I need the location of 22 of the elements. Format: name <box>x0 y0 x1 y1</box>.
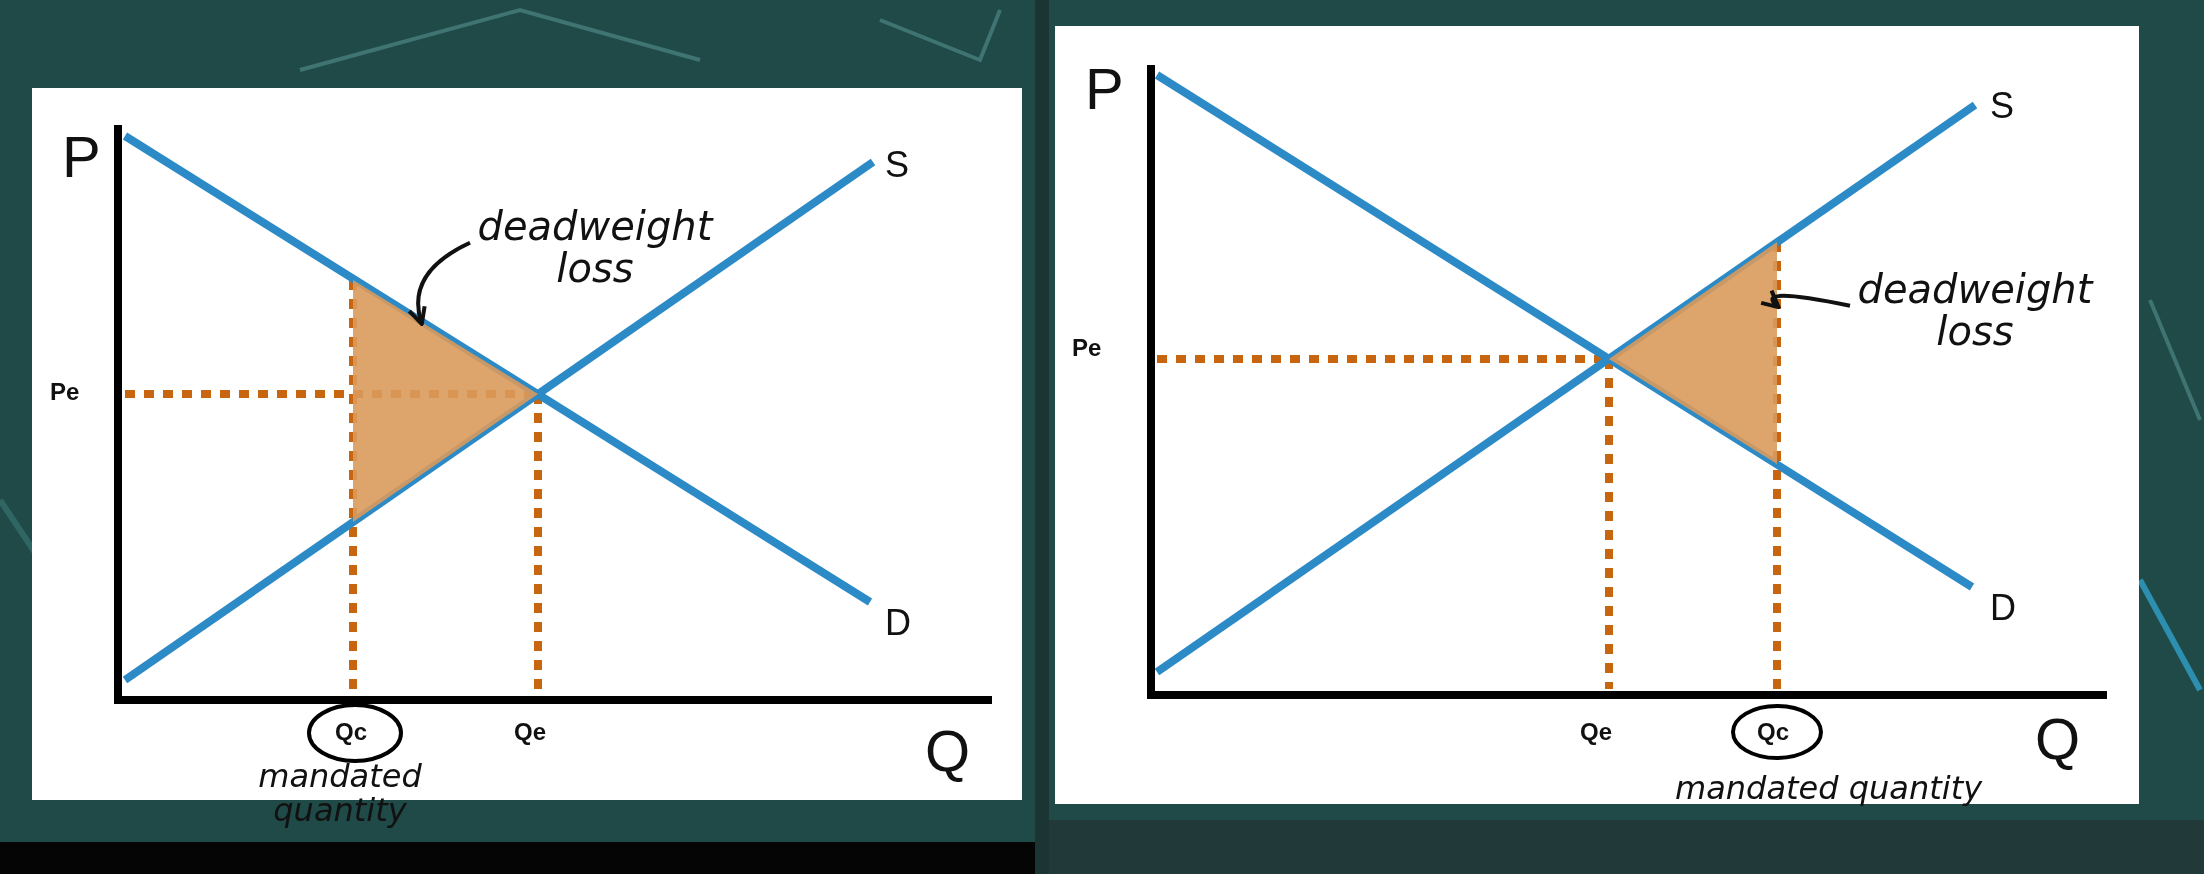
leader-arrow <box>408 241 471 326</box>
curve-label: D <box>885 605 911 641</box>
axis-label: Qe <box>514 720 546 744</box>
axis-label: Qe <box>1580 720 1612 744</box>
axis-label: Pe <box>50 380 80 404</box>
curve-label: D <box>1990 590 2016 626</box>
curve-label: S <box>1990 88 2014 124</box>
handwritten-note: deadweight loss <box>1850 268 2100 352</box>
axis-label: P <box>62 128 101 186</box>
axis-label: P <box>1085 60 1124 118</box>
axis-label: Q <box>925 722 971 780</box>
leader-arrow <box>1759 288 1851 310</box>
handwritten-note: deadweight loss <box>470 205 720 289</box>
handwritten-note: mandated quantity <box>257 760 423 828</box>
deadweight-loss-triangle <box>353 280 538 522</box>
handwritten-note: mandated quantity <box>1675 772 1983 806</box>
axis-label: Q <box>2035 710 2081 768</box>
axis-label: Qc <box>1757 720 1789 744</box>
axis-label: Qc <box>335 720 367 744</box>
deadweight-loss-triangle <box>1609 242 1777 464</box>
axis-label: Pe <box>1072 336 1102 360</box>
curve-label: S <box>885 147 909 183</box>
